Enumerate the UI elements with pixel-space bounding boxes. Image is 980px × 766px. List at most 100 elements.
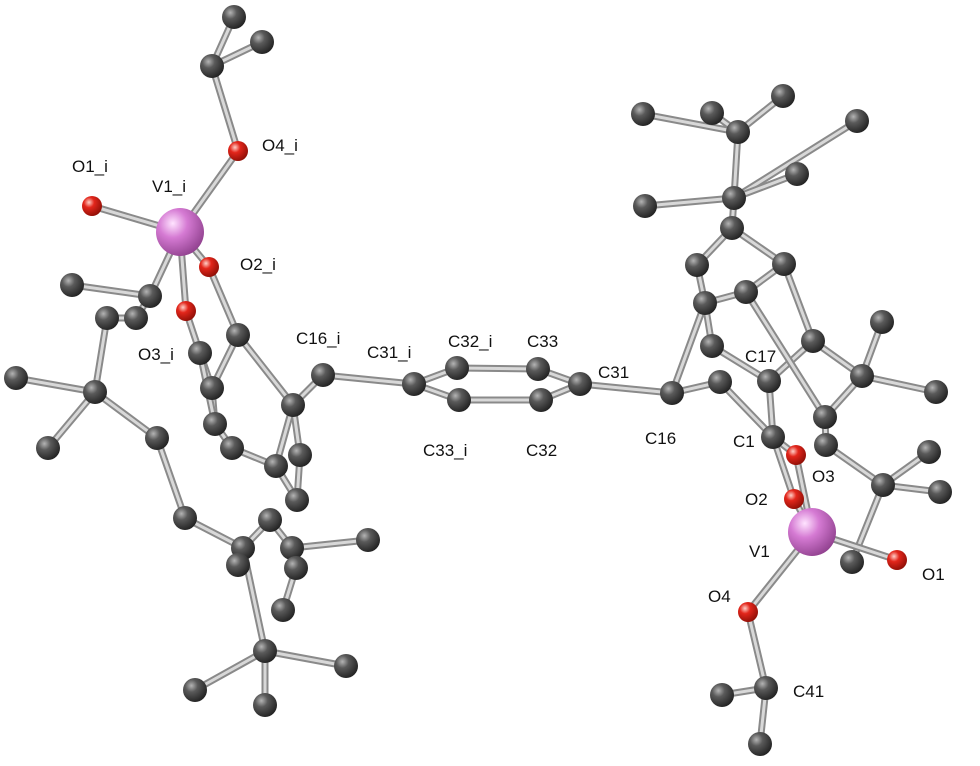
carbon-atom-c-r24 <box>814 433 838 457</box>
carbon-atom-c-eth-i <box>200 54 224 78</box>
carbon-atom-c-l20 <box>288 443 312 467</box>
carbon-atom-c-l8 <box>4 366 28 390</box>
carbon-atom-c-r25 <box>871 473 895 497</box>
carbon-atom-c-r17 <box>757 369 781 393</box>
bond-highlight-c-l16-c-l22 <box>290 538 370 550</box>
bond-highlight-c-r11-c-r14 <box>782 262 815 343</box>
label-o4: O4 <box>708 587 731 606</box>
label-c1: C1 <box>733 432 755 451</box>
oxygen-atom-o2-i <box>199 257 219 277</box>
oxygen-atom-o3-i <box>176 301 196 321</box>
carbon-atom-c-r7 <box>785 162 809 186</box>
carbon-atom-c-r5 <box>845 109 869 133</box>
carbon-atom-c-l10 <box>145 426 169 450</box>
carbon-atom-c-r14 <box>801 329 825 353</box>
carbon-atom-c-r1 <box>631 102 655 126</box>
label-o2: O2 <box>745 490 768 509</box>
carbon-atom-c-l19 <box>264 454 288 478</box>
carbon-atom-c-r27 <box>840 550 864 574</box>
bond-highlight-c-l25-c-l28 <box>263 649 348 668</box>
label-o3-i: O3_i <box>138 345 174 364</box>
bond-layer <box>12 13 944 748</box>
carbon-atom-c-l11 <box>200 376 224 400</box>
carbon-atom-c-r28 <box>710 683 734 707</box>
vanadium-atom-v1 <box>788 508 836 556</box>
carbon-atom-c-l28 <box>334 654 358 678</box>
bond-highlight-c16-i-c31-i <box>321 373 416 386</box>
label-layer: O4_i O1_i V1_i O2_i O3_i C16_i C31_i C32… <box>72 136 945 701</box>
carbon-atom-c-l4 <box>60 273 84 297</box>
carbon-atom-c-r10 <box>685 253 709 277</box>
bond-highlight-c-l7-c-l10 <box>93 390 159 440</box>
carbon-atom-c-r22 <box>761 425 785 449</box>
bond-highlight-c-eth-i-o4-i <box>210 64 240 153</box>
carbon-atom-c-r9 <box>720 216 744 240</box>
carbon-atom-c-l12 <box>203 412 227 436</box>
carbon-atom-c-l29 <box>220 436 244 460</box>
carbon-atom-c-r12 <box>734 280 758 304</box>
bond-highlight-c-r18-c-r22 <box>718 380 775 439</box>
carbon-atom-c-r18 <box>708 370 732 394</box>
label-o4-i: O4_i <box>262 136 298 155</box>
label-o2-i: O2_i <box>240 255 276 274</box>
oxygen-atom-o1 <box>887 550 907 570</box>
bond-highlight-c-r6-c-r8 <box>643 196 736 208</box>
carbon-atom-c-r4 <box>771 84 795 108</box>
label-c41: C41 <box>793 682 824 701</box>
label-o1: O1 <box>922 565 945 584</box>
atom-layer <box>4 5 952 756</box>
carbon-atom-c33-i <box>447 388 471 412</box>
carbon-atom-c32-i <box>445 356 469 380</box>
carbon-atom-c-l26 <box>183 678 207 702</box>
bond-highlight-c-r6-c-r5 <box>732 119 859 200</box>
carbon-atom-c-l25 <box>253 639 277 663</box>
carbon-atom-c-r2 <box>700 101 724 125</box>
carbon-atom-c-r3 <box>726 120 750 144</box>
carbon-atom-c33 <box>526 357 550 381</box>
carbon-atom-c-l24 <box>284 556 308 580</box>
carbon-atom-c-r8 <box>633 194 657 218</box>
label-v1: V1 <box>749 542 770 561</box>
carbon-atom-c-r30 <box>748 732 772 756</box>
label-o3: O3 <box>812 467 835 486</box>
oxygen-atom-o4 <box>738 602 758 622</box>
bond-highlight-c-l1-c-l4 <box>70 283 152 298</box>
carbon-atom-c-l22 <box>356 528 380 552</box>
bond-highlight-c-l6-c-l18 <box>236 333 295 407</box>
label-c31-i: C31_i <box>367 343 411 362</box>
bond-highlight-c32-i-c33 <box>455 366 540 371</box>
bond-highlight-o2-i-c-l6 <box>207 265 240 337</box>
label-v1-i: V1_i <box>152 177 186 196</box>
bond-highlight-c-r3-c-r1 <box>641 112 740 134</box>
carbon-atom-c-r6 <box>722 186 746 210</box>
label-c17: C17 <box>745 347 776 366</box>
carbon-atom-c-top-a <box>222 5 246 29</box>
carbon-atom-c-l1 <box>138 284 162 308</box>
bond-highlight-c-l7-c-l8 <box>14 376 97 394</box>
carbon-atom-c31 <box>568 372 592 396</box>
carbon-atom-c-r20 <box>924 380 948 404</box>
carbon-atom-c-l18 <box>281 393 305 417</box>
label-c33-i: C33_i <box>423 441 467 460</box>
carbon-atom-c-r26 <box>928 480 952 504</box>
carbon-atom-c-l27 <box>253 693 277 717</box>
carbon-atom-c-l6 <box>226 323 250 347</box>
carbon-atom-c-l23 <box>271 598 295 622</box>
bond-highlight-c-l25-c-l26 <box>193 649 267 692</box>
carbon-atom-c16-i <box>311 363 335 387</box>
carbon-atom-c-r15 <box>870 310 894 334</box>
bond-highlight-c-r21-c-r12 <box>744 290 827 419</box>
oxygen-atom-o3 <box>786 445 806 465</box>
label-c16: C16 <box>645 429 676 448</box>
bond-highlight-c31-c16 <box>578 382 674 395</box>
carbon-atom-c16 <box>660 381 684 405</box>
carbon-atom-c31-i <box>402 372 426 396</box>
label-o1-i: O1_i <box>72 157 108 176</box>
label-c16-i: C16_i <box>296 329 340 348</box>
carbon-atom-c-r11 <box>772 252 796 276</box>
carbon-atom-c-l16 <box>280 536 304 560</box>
carbon-atom-c-r13 <box>693 291 717 315</box>
carbon-atom-c-l3 <box>95 306 119 330</box>
carbon-atom-c-l13 <box>173 506 197 530</box>
